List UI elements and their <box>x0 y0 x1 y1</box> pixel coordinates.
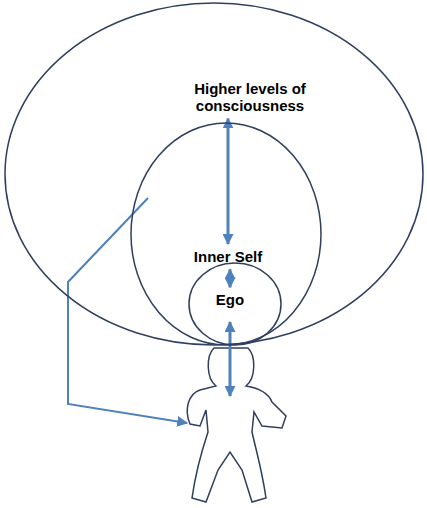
ego-body-arrow <box>229 322 232 396</box>
node-label: Inner Self <box>168 248 288 265</box>
ellipse-outline <box>189 263 281 345</box>
ego-circle: Ego <box>188 262 282 346</box>
node-label: Higher levels of consciousness <box>180 80 320 115</box>
middle-ellipse: Ego Inner Self <box>130 122 322 346</box>
node-label: Ego <box>195 291 265 308</box>
double-arrow <box>227 119 230 245</box>
ellipse-outline <box>131 123 321 345</box>
outer-ellipse: Ego Inner Self Higher levels of consciousn… <box>4 2 424 346</box>
outline-svg <box>4 2 424 346</box>
feedback-arrow <box>68 198 187 423</box>
person-figure <box>187 348 286 502</box>
ellipse-outline <box>5 3 423 345</box>
outline-svg <box>130 122 322 346</box>
double-arrow <box>229 269 232 287</box>
